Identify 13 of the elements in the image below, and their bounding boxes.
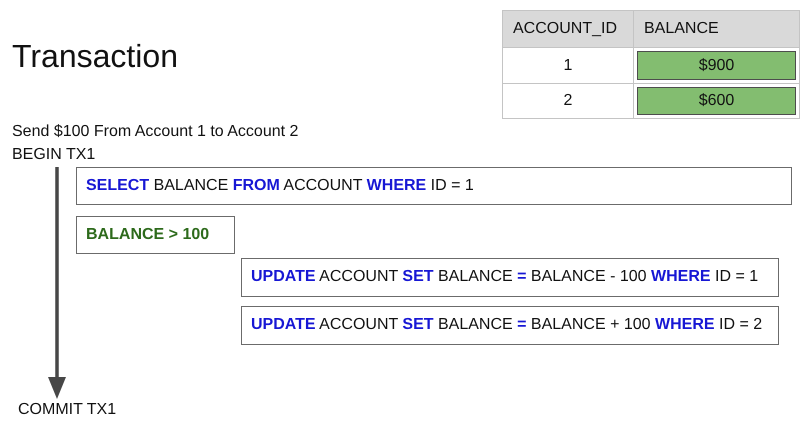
column-header: BALANCE: [633, 10, 800, 48]
step-label: COMMIT TX1: [18, 401, 116, 419]
column-header: ACCOUNT_ID: [502, 10, 634, 48]
balance-cell: $600: [633, 83, 800, 119]
query-box: SELECT BALANCE FROM ACCOUNT WHERE ID = 1: [76, 167, 792, 205]
condition-box: BALANCE > 100: [76, 216, 235, 254]
description-text: Send $100 From Account 1 to Account 2: [12, 123, 298, 141]
title: Transaction: [12, 38, 178, 74]
arrow: [48, 167, 66, 399]
step-label: BEGIN TX1: [12, 146, 96, 164]
query-box: UPDATE ACCOUNT SET BALANCE = BALANCE - 100 WHERE ID = 1: [241, 258, 779, 297]
table-cell: 2: [502, 83, 634, 119]
query-box: UPDATE ACCOUNT SET BALANCE = BALANCE + 100 WHERE ID = 2: [241, 306, 779, 345]
